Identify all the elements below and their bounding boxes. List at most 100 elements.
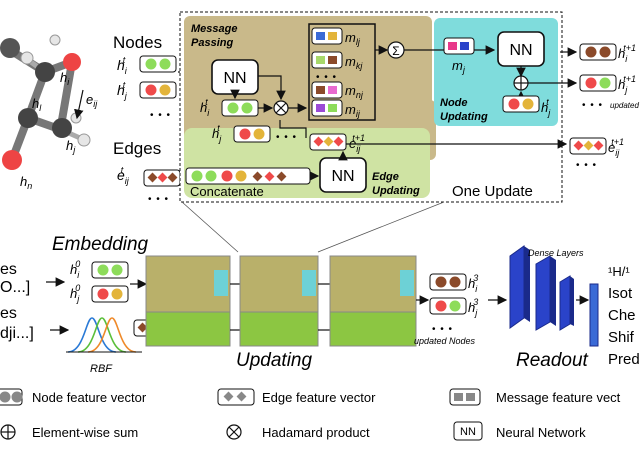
edge-feature: [276, 171, 287, 182]
zoom-line: [181, 201, 239, 253]
update-block: Message Passing NN hit hjt • • • mlj: [179, 11, 568, 203]
m-ij: mij: [345, 102, 361, 119]
node-vector: [429, 273, 467, 291]
edge-feature: [137, 322, 148, 333]
node-vector: [139, 55, 177, 73]
m-lj: mlj: [345, 30, 361, 47]
edge-updating-title-2: Updating: [372, 185, 420, 197]
left-mid-2: dji...]: [0, 325, 34, 342]
nn-label: NN: [331, 168, 354, 185]
left-top-2: O...]: [0, 279, 30, 296]
dots: • • •: [150, 110, 171, 121]
message-feature: [316, 56, 325, 64]
legend-nn-box: [453, 421, 483, 441]
pipeline: Embedding es O...] es dji...] hi0 hj0 RB…: [0, 234, 640, 375]
legend-edge-label: Edge feature vector: [262, 390, 376, 405]
edge-feature: [573, 140, 584, 151]
legend-node-label: Node feature vector: [32, 390, 147, 405]
node-feature: [449, 300, 461, 312]
block-hjt: hjt: [212, 123, 222, 144]
node-feature: [205, 170, 217, 182]
message-feature: [316, 104, 325, 112]
node-updating-title-2: Updating: [440, 111, 488, 123]
mol-eij: eij: [86, 92, 98, 109]
node-feature: [221, 170, 233, 182]
right-3: Che: [608, 307, 636, 324]
edge-feature: [264, 171, 275, 182]
nn-label: NN: [223, 70, 246, 87]
arrow: [279, 120, 307, 138]
message-passing-title-1: Message: [191, 23, 237, 35]
dense-layer-side: [570, 276, 574, 326]
edge-feature: [157, 172, 168, 183]
rbf-curve: [67, 317, 117, 353]
carbon-atom: [35, 62, 55, 82]
node-feature: [145, 84, 157, 96]
mol-hl: hl: [32, 96, 42, 113]
molecule: hi hl hj hn eij: [0, 34, 98, 191]
eij-next: eijt+1: [608, 137, 624, 158]
message-feature: [316, 32, 325, 40]
update-block-1-edge: [145, 311, 231, 347]
node-feature: [97, 288, 109, 300]
legend-edge-feature: [236, 391, 247, 402]
hjt-label: hjt: [117, 80, 128, 101]
node-feature: [159, 58, 171, 70]
message-passing-title-2: Passing: [191, 37, 233, 49]
dense-layer: [535, 255, 551, 331]
hadamard-icon: [275, 102, 287, 114]
node-feature: [253, 128, 265, 140]
update-block-2-node: [302, 270, 316, 296]
nn-label: NN: [509, 42, 532, 59]
node-feature: [235, 170, 247, 182]
dots: • • •: [576, 160, 597, 171]
edge-feature: [252, 171, 263, 182]
message-feature: [448, 42, 457, 50]
concatenate-label: Concatenate: [190, 184, 264, 199]
eijt-label: eijt: [117, 165, 130, 186]
node-vector: [579, 43, 617, 61]
message-feature: [460, 42, 469, 50]
message-vectors: mlj mkj • • • mnj mij: [308, 23, 376, 121]
message-feature: [328, 86, 337, 94]
nodes-label: Nodes: [113, 33, 162, 52]
message-bracket: [308, 23, 376, 121]
readout-title: Readout: [516, 350, 589, 371]
outputs-top: hit+1 hjt+1 • • • updated eijt+1 • • •: [528, 43, 639, 171]
rbf-curve: [87, 317, 137, 353]
embedding-title: Embedding: [52, 234, 149, 255]
legend: Node feature vector Edge feature vector …: [0, 388, 621, 441]
node-feature: [241, 102, 253, 114]
one-update-label: One Update: [452, 183, 533, 200]
node-feature: [435, 276, 447, 288]
m-nj: mnj: [345, 83, 364, 100]
node-feature: [191, 170, 203, 182]
dots: • • •: [148, 194, 169, 205]
dense-layer-side: [550, 256, 556, 326]
legend-message-feature: [466, 393, 475, 401]
oxygen-atom: [63, 53, 81, 71]
update-block-2-edge: [239, 311, 319, 347]
update-block-1-node: [214, 270, 228, 296]
hit-label: hit: [117, 55, 128, 76]
node-vector: [91, 261, 129, 279]
edge-updating-title-1: Edge: [372, 171, 399, 183]
block-hit: hit: [200, 97, 210, 118]
output-layer: [589, 283, 599, 347]
legend-sum-label: Element-wise sum: [32, 425, 138, 440]
node-feature: [159, 84, 171, 96]
legend-hadamard-label: Hadamard product: [262, 425, 370, 440]
edge-feature: [313, 136, 324, 147]
node-feature: [239, 128, 251, 140]
node-vector: [139, 81, 177, 99]
hydrogen-atom: [20, 51, 34, 65]
dots: • • •: [316, 72, 337, 83]
node-feature: [449, 276, 461, 288]
message-feature: [328, 104, 337, 112]
edge-feature: [593, 140, 604, 151]
node-vector: [429, 297, 467, 315]
message-feature: [316, 86, 325, 94]
update-block-3-node: [400, 270, 414, 296]
legend-message-label: Message feature vect: [496, 390, 621, 405]
